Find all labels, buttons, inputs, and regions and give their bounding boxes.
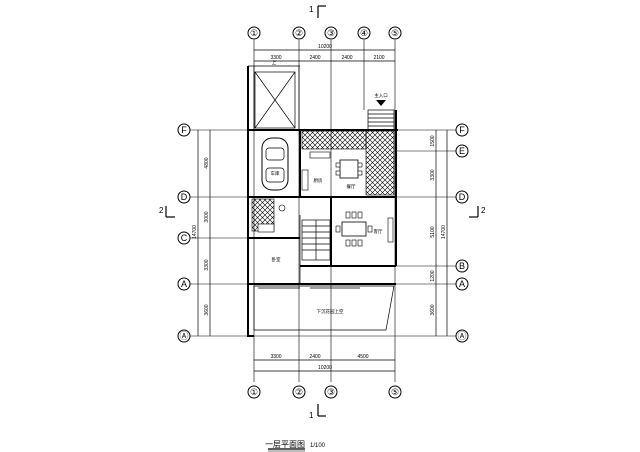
right-dim-5: 3600: [430, 304, 436, 315]
dining-table-icon: [335, 159, 363, 179]
section-label-left: 2: [159, 206, 164, 215]
section-label-top: 1: [309, 5, 314, 14]
top-axis-bubbles: ① ② ③ ④ ⑤: [247, 26, 402, 40]
axis-label-1-bottom: ①: [250, 387, 258, 397]
left-dim-3: 3300: [204, 259, 210, 270]
axis-label-C-left: C: [181, 233, 188, 243]
stairs: [301, 219, 331, 261]
axis-label-B-right: B: [459, 261, 465, 271]
section-mark-left: 2: [159, 206, 175, 218]
right-dim-2: 3300: [430, 169, 436, 180]
room-labels: 车库 厨房 餐厅 客厅 卧室 下沉花园上空 主入口 上: [271, 59, 388, 315]
axis-label-A0-right: Ⓐ: [457, 331, 466, 341]
axis-label-1-top: ①: [250, 28, 258, 38]
bottom-total-dimension: 10200: [318, 365, 332, 371]
up-mark-label: 上: [272, 59, 277, 65]
section-mark-bottom: 1: [309, 404, 326, 420]
axis-label-4-top: ④: [360, 28, 368, 38]
top-dim-4: 2100: [373, 55, 384, 61]
section-label-bottom: 1: [309, 411, 314, 420]
drawing-title-block: 一层平面图 1/100: [265, 440, 326, 452]
building-walls: [247, 65, 398, 337]
horizontal-grid-lines: [190, 129, 456, 337]
top-dim-1: 3300: [270, 55, 281, 61]
left-dim-1: 4800: [204, 157, 210, 168]
room-label-terrace: 下沉花园上空: [317, 308, 344, 315]
axis-label-2-bottom: ②: [295, 387, 303, 397]
room-label-garage: 车库: [271, 170, 280, 177]
axis-label-3-top: ③: [327, 28, 335, 38]
axis-label-A-left: A: [181, 279, 187, 289]
bottom-dim-3: 4500: [357, 354, 368, 360]
left-dim-2: 3000: [204, 211, 210, 222]
left-axis-bubbles: F D C A Ⓐ: [177, 123, 191, 343]
axis-label-2-top: ②: [295, 28, 303, 38]
axis-label-5-top: ⑤: [391, 28, 399, 38]
living-room-furniture: [335, 211, 394, 247]
right-dim-4: 1200: [430, 270, 436, 281]
axis-label-E-right: E: [459, 146, 465, 156]
bottom-dim-2: 2400: [309, 354, 320, 360]
right-dim-1: 1500: [430, 135, 436, 146]
section-mark-right: 2: [469, 206, 486, 218]
car-icon: [261, 137, 289, 191]
axis-label-A0-left: Ⓐ: [179, 331, 188, 341]
bottom-axis-bubbles: ① ② ③ ⑤: [247, 385, 402, 399]
axis-label-D-right: D: [459, 192, 466, 202]
room-label-bedroom: 卧室: [272, 256, 281, 263]
room-label-dining: 餐厅: [347, 183, 356, 190]
bathroom-fixtures: [257, 204, 286, 233]
left-dim-4: 3600: [204, 304, 210, 315]
right-total-dimension: 14700: [441, 225, 447, 239]
drawing-scale: 1/100: [310, 443, 326, 449]
room-label-kitchen: 厨房: [314, 177, 323, 184]
vertical-grid-lines: [253, 40, 396, 382]
top-dim-3: 2400: [341, 55, 352, 61]
axis-label-A-right: A: [459, 279, 465, 289]
sunken-garden: [253, 285, 395, 331]
kitchen-counter: [301, 151, 331, 191]
right-dim-3: 5100: [430, 226, 436, 237]
axis-label-5-bottom: ⑤: [391, 387, 399, 397]
drawing-title: 一层平面图: [265, 440, 305, 449]
axis-label-F-left: F: [181, 125, 187, 135]
right-dimensions: 1500 3300 5100 1200 3600 14700: [430, 130, 448, 336]
top-dimensions: 10200 3300 2400 2400 2100: [254, 44, 395, 62]
section-label-right: 2: [481, 206, 486, 215]
section-mark-top: 1: [309, 5, 326, 18]
axis-label-D-left: D: [181, 192, 188, 202]
top-total-dimension: 10200: [318, 44, 332, 50]
right-axis-bubbles: F E D B A Ⓐ: [455, 123, 469, 343]
axis-label-3-bottom: ③: [327, 387, 335, 397]
left-dimensions: 4800 3000 3300 3600 14700: [192, 130, 211, 336]
entrance-label: 主入口: [374, 92, 388, 99]
bottom-dim-1: 3300: [270, 354, 281, 360]
left-total-dimension: 14700: [192, 225, 198, 239]
room-label-living: 客厅: [374, 228, 383, 235]
top-dim-2: 2400: [309, 55, 320, 61]
axis-label-F-right: F: [459, 125, 465, 135]
bottom-dimensions: 3300 2400 4500 10200: [254, 354, 395, 372]
